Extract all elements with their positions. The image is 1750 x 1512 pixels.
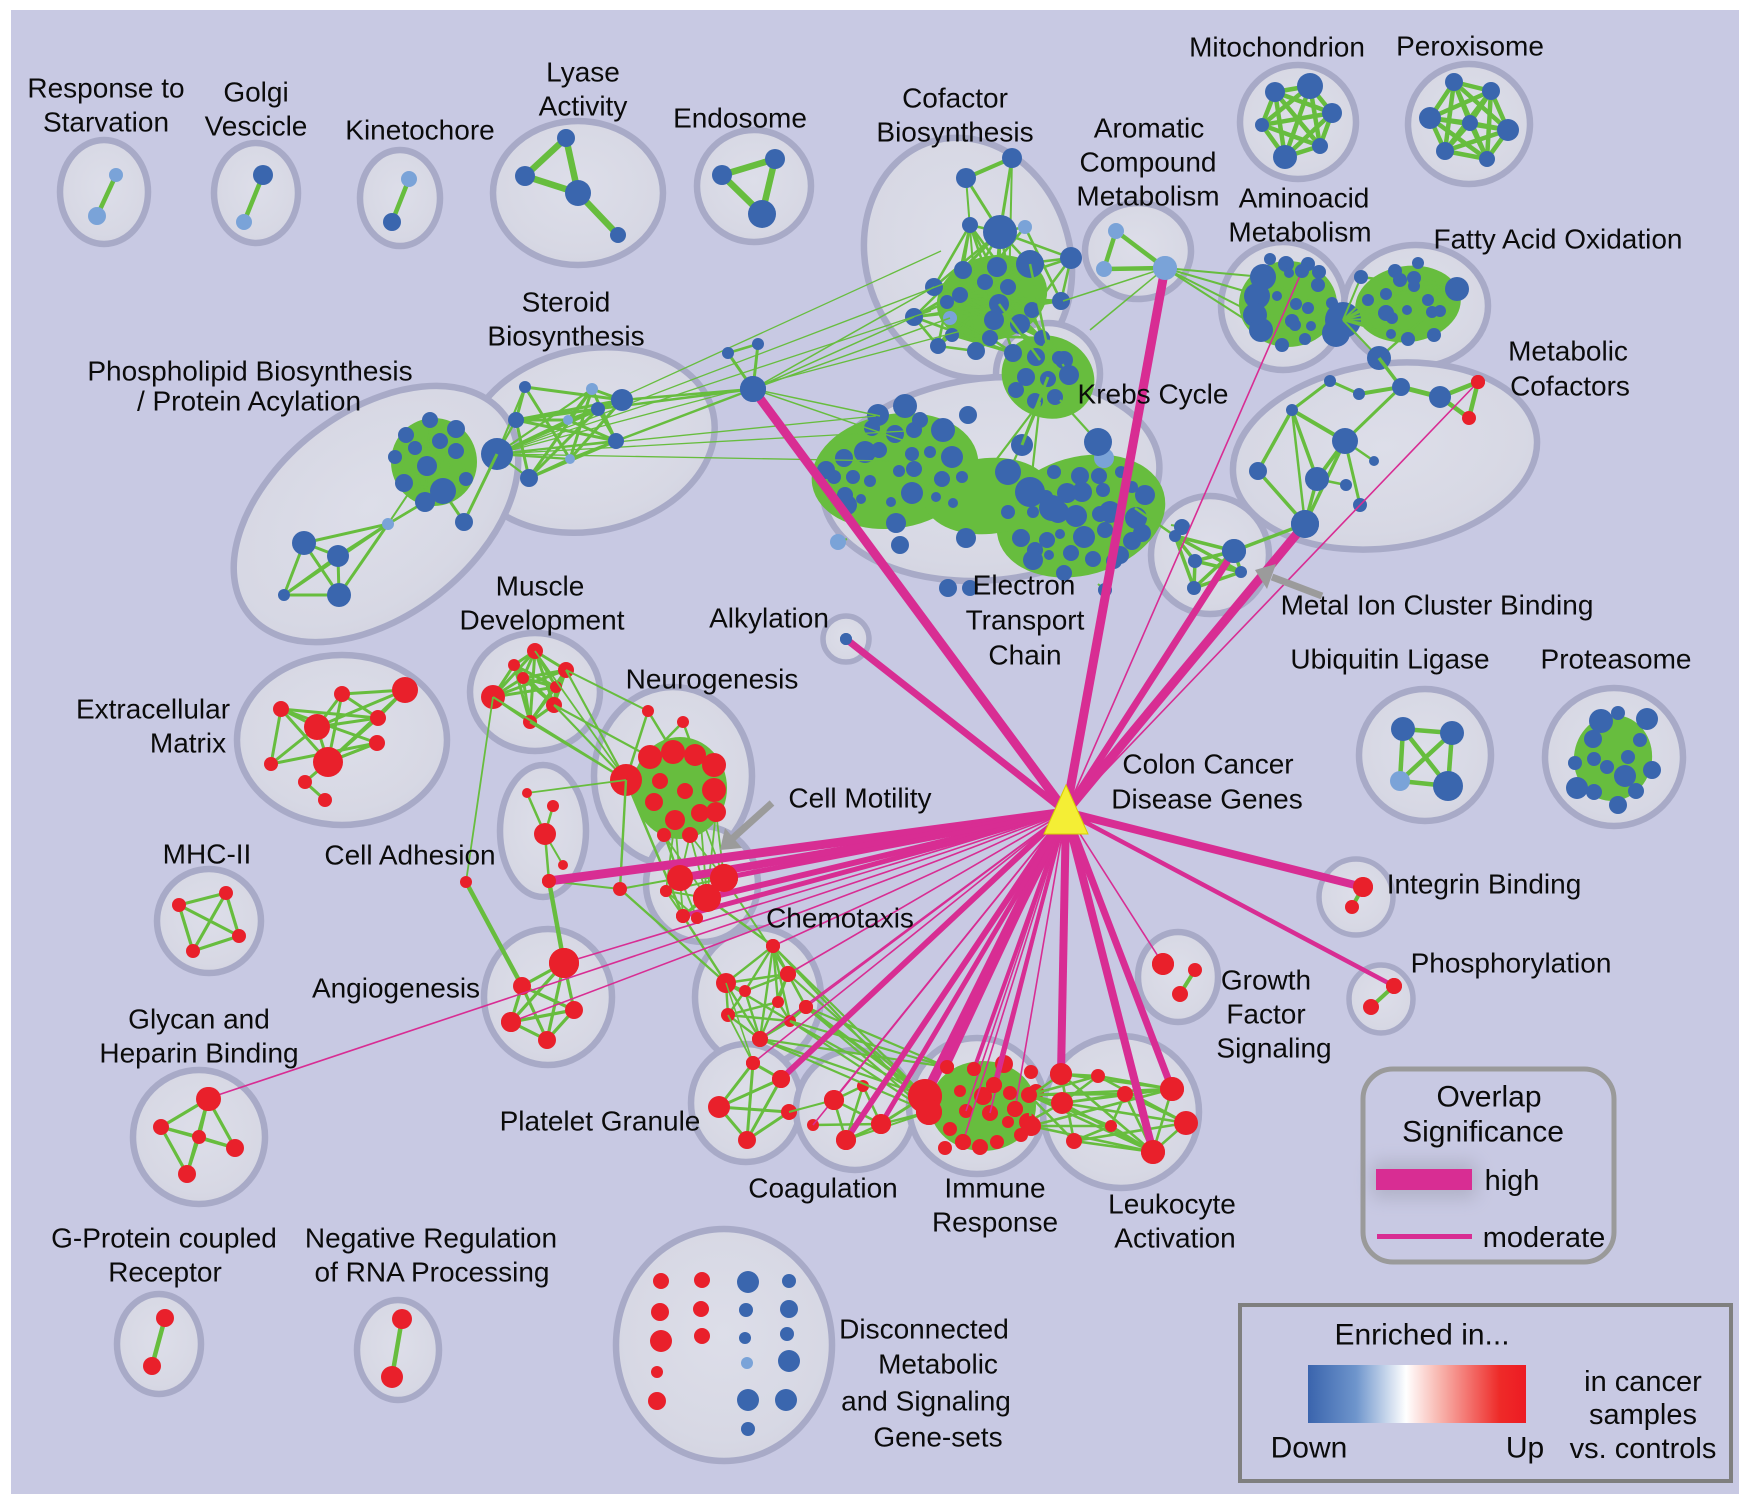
svg-text:MHC-II: MHC-II	[163, 839, 252, 870]
svg-text:Response to: Response to	[27, 73, 184, 104]
svg-text:Significance: Significance	[1402, 1116, 1564, 1149]
svg-text:Coagulation: Coagulation	[748, 1173, 897, 1204]
svg-text:Proteasome: Proteasome	[1541, 644, 1692, 675]
svg-text:Compound: Compound	[1080, 147, 1217, 178]
svg-text:Development: Development	[460, 605, 625, 636]
svg-text:Biosynthesis: Biosynthesis	[876, 117, 1033, 148]
svg-text:Up: Up	[1506, 1432, 1544, 1465]
svg-text:Biosynthesis: Biosynthesis	[487, 321, 644, 352]
svg-text:and Signaling: and Signaling	[841, 1386, 1011, 1417]
svg-text:Immune: Immune	[944, 1173, 1045, 1204]
svg-text:Electron: Electron	[973, 570, 1076, 601]
svg-text:Fatty Acid Oxidation: Fatty Acid Oxidation	[1433, 224, 1682, 255]
svg-text:Endosome: Endosome	[673, 103, 807, 134]
svg-text:Peroxisome: Peroxisome	[1396, 31, 1544, 62]
svg-text:in cancer: in cancer	[1584, 1366, 1702, 1398]
svg-text:Steroid: Steroid	[522, 287, 611, 318]
svg-text:Activation: Activation	[1114, 1223, 1235, 1254]
svg-text:Phosphorylation: Phosphorylation	[1411, 948, 1612, 979]
svg-text:Integrin Binding: Integrin Binding	[1387, 869, 1582, 900]
svg-text:Signaling: Signaling	[1216, 1033, 1331, 1064]
svg-text:Cofactor: Cofactor	[902, 83, 1008, 114]
svg-text:Matrix: Matrix	[150, 728, 226, 759]
svg-text:of RNA Processing: of RNA Processing	[315, 1257, 550, 1288]
svg-text:Cell Motility: Cell Motility	[788, 783, 931, 814]
svg-text:moderate: moderate	[1483, 1222, 1606, 1254]
svg-text:Heparin Binding: Heparin Binding	[99, 1038, 298, 1069]
svg-text:Leukocyte: Leukocyte	[1108, 1189, 1236, 1220]
svg-text:Disconnected: Disconnected	[839, 1314, 1009, 1345]
svg-text:Colon Cancer: Colon Cancer	[1122, 749, 1293, 780]
svg-text:Neurogenesis: Neurogenesis	[626, 664, 799, 695]
svg-text:Chain: Chain	[988, 640, 1061, 671]
svg-text:Metabolic: Metabolic	[878, 1349, 998, 1380]
svg-text:G-Protein coupled: G-Protein coupled	[51, 1223, 277, 1254]
svg-text:Alkylation: Alkylation	[709, 603, 829, 634]
svg-text:Receptor: Receptor	[108, 1257, 222, 1288]
svg-text:Enriched in...: Enriched in...	[1334, 1319, 1509, 1352]
svg-text:Factor: Factor	[1226, 999, 1305, 1030]
svg-text:Muscle: Muscle	[496, 571, 585, 602]
svg-text:Angiogenesis: Angiogenesis	[312, 973, 480, 1004]
svg-text:Glycan and: Glycan and	[128, 1004, 270, 1035]
svg-text:Metabolism: Metabolism	[1228, 217, 1371, 248]
svg-text:Extracellular: Extracellular	[76, 694, 230, 725]
svg-text:Overlap: Overlap	[1436, 1081, 1541, 1114]
svg-text:Phospholipid Biosynthesis: Phospholipid Biosynthesis	[87, 356, 412, 387]
svg-text:Golgi: Golgi	[223, 77, 288, 108]
svg-text:Metal Ion Cluster Binding: Metal Ion Cluster Binding	[1281, 590, 1594, 621]
svg-text:Cell Adhesion: Cell Adhesion	[324, 840, 495, 871]
svg-text:Krebs Cycle: Krebs Cycle	[1078, 379, 1229, 410]
svg-text:Gene-sets: Gene-sets	[873, 1422, 1002, 1453]
svg-text:Ubiquitin Ligase: Ubiquitin Ligase	[1290, 644, 1489, 675]
svg-text:Down: Down	[1271, 1432, 1348, 1465]
svg-text:Lyase: Lyase	[546, 57, 620, 88]
svg-text:Disease Genes: Disease Genes	[1111, 784, 1302, 815]
svg-text:high: high	[1485, 1165, 1540, 1197]
svg-text:Mitochondrion: Mitochondrion	[1189, 32, 1365, 63]
svg-text:Platelet Granule: Platelet Granule	[500, 1106, 701, 1137]
svg-text:Starvation: Starvation	[43, 107, 169, 138]
svg-text:Metabolism: Metabolism	[1076, 181, 1219, 212]
svg-text:vs. controls: vs. controls	[1570, 1433, 1717, 1465]
svg-text:Negative Regulation: Negative Regulation	[305, 1223, 557, 1254]
svg-text:samples: samples	[1589, 1399, 1697, 1431]
svg-text:Growth: Growth	[1221, 965, 1311, 996]
svg-text:Vescicle: Vescicle	[205, 111, 308, 142]
svg-text:Aromatic: Aromatic	[1094, 113, 1204, 144]
svg-text:Aminoacid: Aminoacid	[1239, 183, 1370, 214]
svg-text:Cofactors: Cofactors	[1510, 371, 1630, 402]
svg-text:Activity: Activity	[539, 91, 628, 122]
svg-text:/ Protein Acylation: / Protein Acylation	[137, 386, 361, 417]
svg-text:Transport: Transport	[966, 605, 1085, 636]
svg-text:Kinetochore: Kinetochore	[345, 115, 494, 146]
svg-text:Metabolic: Metabolic	[1508, 336, 1628, 367]
svg-text:Chemotaxis: Chemotaxis	[766, 903, 914, 934]
svg-text:Response: Response	[932, 1207, 1058, 1238]
